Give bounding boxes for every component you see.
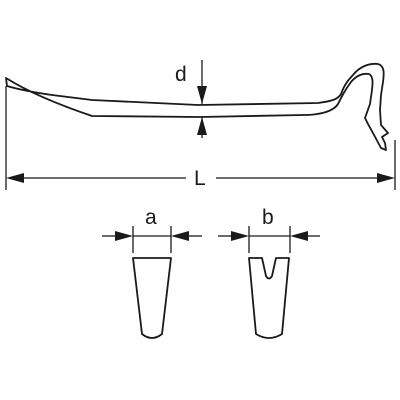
tip-width-arrow-right <box>171 231 189 241</box>
length-dimension: L <box>5 86 396 190</box>
thickness-dimension: d <box>175 60 207 138</box>
thickness-arrow-up <box>197 117 207 135</box>
claw-outline <box>248 257 290 339</box>
chisel-tip-outline <box>132 257 172 339</box>
bar-outline <box>5 62 389 151</box>
claw-profile: b <box>218 206 320 339</box>
tip-width-arrow-left <box>115 231 133 241</box>
claw-width-label: b <box>262 206 274 229</box>
length-arrow-right <box>377 173 395 183</box>
bar-side-view <box>5 62 389 151</box>
thickness-label: d <box>175 63 187 86</box>
tip-width-label: a <box>145 206 157 229</box>
thickness-arrow-down <box>197 86 207 104</box>
length-arrow-left <box>6 173 24 183</box>
length-label: L <box>194 167 206 190</box>
claw-width-arrow-left <box>231 231 249 241</box>
claw-width-arrow-right <box>290 231 308 241</box>
chisel-tip-profile: a <box>102 206 202 339</box>
